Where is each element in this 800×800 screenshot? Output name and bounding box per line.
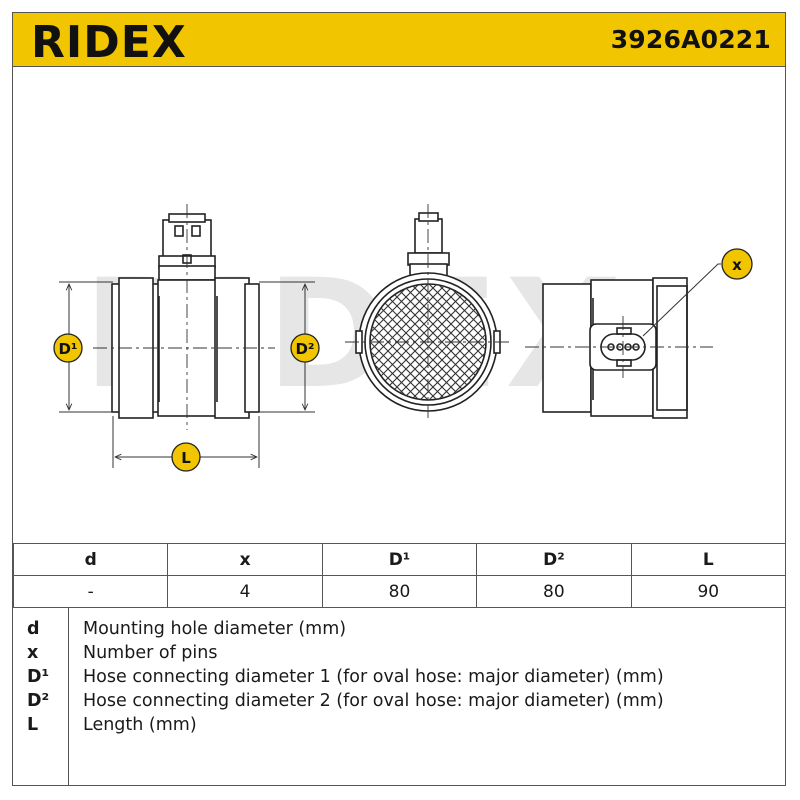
side-view (111, 213, 260, 419)
legend-row: D¹ Hose connecting diameter 1 (for oval … (13, 667, 786, 691)
spec-header-row: d x D¹ D² L (12, 543, 787, 576)
legend-symbol: L (27, 715, 39, 735)
spec-value-x: 4 (167, 575, 323, 608)
legend: d Mounting hole diameter (mm) x Number o… (13, 607, 786, 786)
spec-header-d2: D² (476, 543, 632, 576)
spec-value-d1: 80 (321, 575, 478, 608)
legend-description: Number of pins (83, 643, 218, 663)
legend-description: Mounting hole diameter (mm) (83, 619, 347, 639)
spec-value-d: - (12, 575, 169, 608)
legend-symbol: x (27, 643, 39, 663)
label-d1: D¹ (53, 333, 83, 363)
legend-row: d Mounting hole diameter (mm) (13, 619, 786, 643)
spec-table: d x D¹ D² L - 4 80 80 90 (12, 543, 787, 608)
legend-row: x Number of pins (13, 643, 786, 667)
legend-symbol: d (27, 619, 40, 639)
connector-view (542, 277, 688, 419)
ridex-logo-text: RIDEX (31, 17, 187, 65)
spec-value-row: - 4 80 80 90 (12, 575, 787, 608)
label-pins: x (721, 248, 753, 280)
spec-header-d: d (12, 543, 169, 576)
label-length: L (171, 442, 201, 472)
legend-symbol: D¹ (27, 667, 50, 687)
label-length-text: L (181, 449, 191, 467)
sheet-border (12, 12, 786, 786)
legend-symbol: D² (27, 691, 50, 711)
label-d2-text: D² (295, 340, 314, 358)
spec-value-l: 90 (630, 575, 787, 608)
legend-row: L Length (mm) (13, 715, 786, 739)
technical-drawing: RIDEX (53, 204, 753, 472)
legend-divider (68, 607, 69, 786)
legend-description: Hose connecting diameter 2 (for oval hos… (83, 691, 664, 711)
header-bar: RIDEX 3926A0221 (13, 13, 785, 67)
legend-row: D² Hose connecting diameter 2 (for oval … (13, 691, 786, 715)
part-number: 3926A0221 (610, 25, 771, 54)
legend-description: Hose connecting diameter 1 (for oval hos… (83, 667, 664, 687)
label-pins-text: x (732, 256, 742, 274)
legend-description: Length (mm) (83, 715, 197, 735)
label-d2: D² (290, 333, 320, 363)
spec-header-x: x (167, 543, 323, 576)
label-d1-text: D¹ (58, 340, 77, 358)
spec-header-d1: D¹ (321, 543, 478, 576)
spec-value-d2: 80 (476, 575, 632, 608)
ridex-logo: RIDEX (31, 17, 187, 65)
spec-header-l: L (630, 543, 787, 576)
